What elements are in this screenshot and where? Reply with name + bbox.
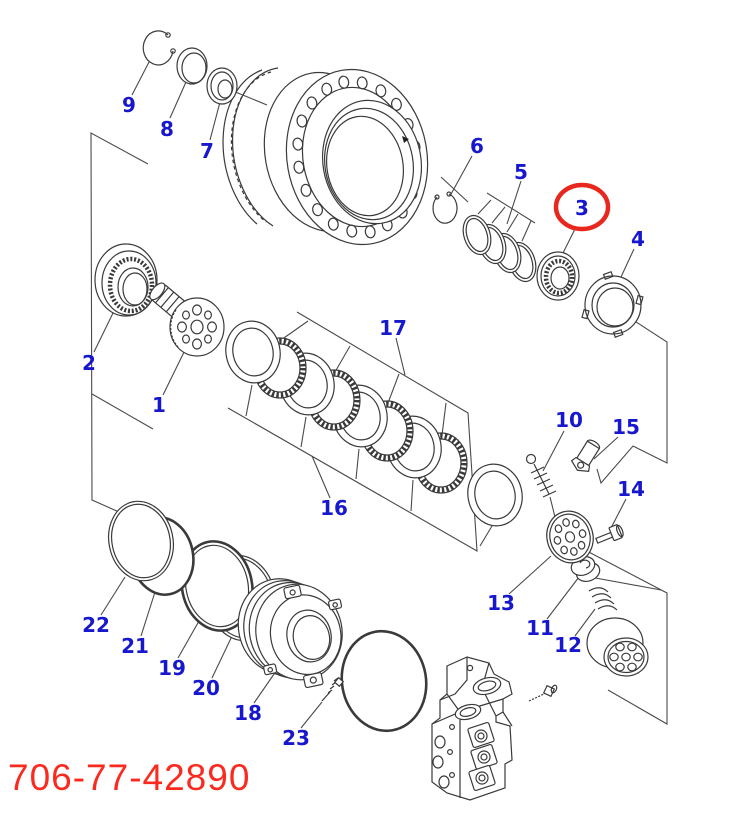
- snap-ring-9: [142, 30, 176, 66]
- callout-2: 2: [82, 351, 96, 375]
- callout-7: 7: [200, 139, 214, 163]
- clutch-disc-stack: [225, 320, 523, 527]
- control-valve-block: [431, 656, 513, 801]
- leader-lines: [93, 61, 635, 729]
- callout-21: 21: [121, 634, 149, 658]
- callout-12: 12: [554, 633, 582, 657]
- valve-plate-13: [546, 510, 594, 564]
- callout-16: 16: [320, 496, 348, 520]
- sun-gear-shaft-1: [149, 282, 225, 357]
- callout-5: 5: [514, 160, 528, 184]
- callout-4: 4: [631, 227, 645, 251]
- callout-3: 3: [575, 196, 589, 220]
- callout-13: 13: [487, 591, 515, 615]
- callout-1: 1: [152, 393, 166, 417]
- cylinder-barrel: [586, 617, 649, 677]
- highlight-circle: [553, 182, 611, 232]
- motor-bolt: [528, 684, 558, 702]
- callout-6: 6: [470, 134, 484, 158]
- oil-seal-7: [206, 67, 238, 105]
- spring-washer-set-5: [462, 214, 537, 283]
- alignment-mark: [402, 136, 409, 143]
- snap-ring-6: [432, 191, 458, 224]
- callout-22: 22: [82, 613, 110, 637]
- spring-12: [588, 587, 618, 611]
- steel-plate: [225, 320, 281, 384]
- callout-8: 8: [160, 117, 174, 141]
- ball-bearing-3: [536, 251, 580, 301]
- callout-23: 23: [282, 726, 310, 750]
- washer-8: [176, 47, 208, 85]
- retainer-ring-4: [581, 270, 644, 338]
- bolt-14: [595, 524, 624, 544]
- callout-10: 10: [555, 408, 583, 432]
- callout-19: 19: [158, 656, 186, 680]
- o-ring-22: [108, 500, 174, 582]
- final-drive-housing: [222, 67, 429, 246]
- callout-17: 17: [379, 316, 407, 340]
- plug-15: [570, 439, 601, 472]
- bolt-23: [321, 676, 345, 702]
- callout-9: 9: [122, 93, 136, 117]
- large-o-ring: [340, 629, 428, 733]
- callout-20: 20: [192, 676, 220, 700]
- check-valve-10: [525, 453, 557, 498]
- steel-plate: [467, 463, 523, 527]
- callout-18: 18: [234, 701, 262, 725]
- brake-piston-18: [237, 578, 343, 689]
- roller-bearing-2: [94, 243, 158, 317]
- callout-15: 15: [612, 415, 640, 439]
- callouts: 1 2 3 4 5 6 7 8 9 10 11 12 13 14 15 16 1…: [82, 93, 645, 750]
- callout-14: 14: [617, 477, 645, 501]
- ring-19: [180, 540, 254, 632]
- callout-11: 11: [526, 616, 554, 640]
- part-number-text: 706-77-42890: [8, 757, 250, 798]
